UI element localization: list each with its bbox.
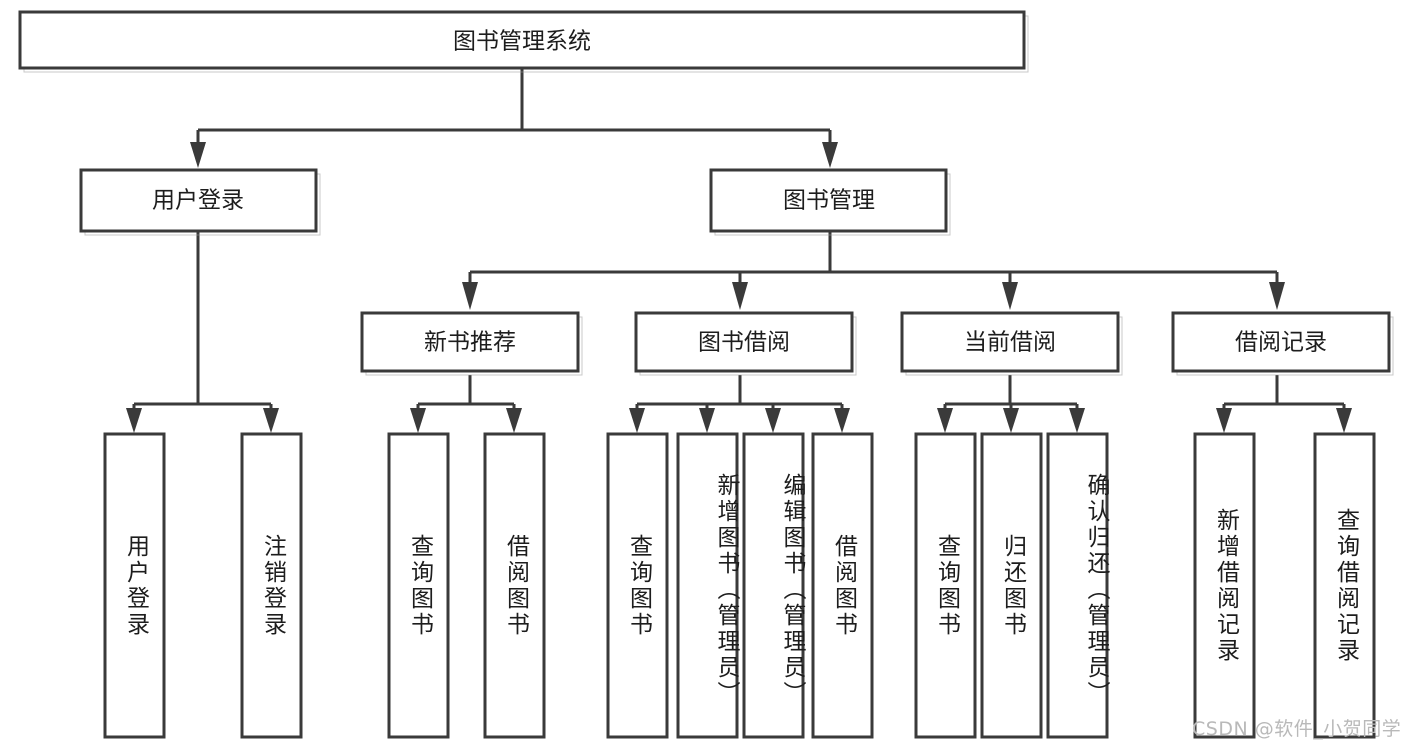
node-new-book-recommend-rect <box>360 311 580 373</box>
leaf-box-borrow-book-1[interactable] <box>483 432 546 739</box>
arrow-head-leaf-query-book-3 <box>937 408 953 433</box>
leaf-boxes <box>103 432 1376 739</box>
connector-group-book-manage <box>462 231 1285 310</box>
node-current-borrow[interactable]: 当前借阅 <box>900 311 1123 376</box>
node-borrow-record-rect <box>1171 311 1391 373</box>
leaf-box-add-book[interactable] <box>676 432 739 739</box>
csdn-watermark: CSDN @软件_小贺同学 <box>1192 718 1402 740</box>
connector-group-user-login <box>126 231 279 433</box>
arrow-head-leaf-user-login <box>126 408 142 433</box>
arrow-head-leaf-query-record <box>1336 408 1352 433</box>
node-borrow-record-label: 借阅记录 <box>1235 330 1327 356</box>
arrow-head-leaf-edit-book <box>765 408 781 433</box>
arrow-head-leaf-borrow-book-2 <box>834 408 850 433</box>
node-user-login-rect <box>79 168 318 233</box>
node-book-borrow-label: 图书借阅 <box>698 330 790 356</box>
node-book-manage-label: 图书管理 <box>783 188 875 214</box>
arrow-head-leaf-add-record <box>1216 408 1232 433</box>
connector-group-current-borrow <box>937 375 1085 433</box>
arrow-head-book-borrow <box>732 282 748 310</box>
leaf-box-return-book[interactable] <box>980 432 1043 739</box>
arrow-head-leaf-query-book-2 <box>629 408 645 433</box>
leaf-box-edit-book[interactable] <box>742 432 805 739</box>
arrow-head-user-login <box>190 142 206 168</box>
node-book-borrow-rect <box>634 311 854 373</box>
arrow-head-new-book-recommend <box>462 282 478 310</box>
node-book-manage[interactable]: 图书管理 <box>709 168 951 236</box>
connector-group-book-borrow <box>629 375 850 433</box>
arrow-head-borrow-record <box>1269 282 1285 310</box>
node-root[interactable]: 图书管理系统 <box>18 10 1029 73</box>
node-user-login-label: 用户登录 <box>152 188 244 214</box>
node-root-rect <box>18 10 1026 70</box>
node-new-book-recommend[interactable]: 新书推荐 <box>360 311 583 376</box>
node-current-borrow-label: 当前借阅 <box>964 330 1056 356</box>
leaf-box-borrow-book-2[interactable] <box>811 432 874 739</box>
arrow-head-book-manage <box>822 142 838 168</box>
leaf-box-query-record[interactable] <box>1313 432 1376 739</box>
arrow-head-current-borrow <box>1002 282 1018 310</box>
connector-group-root <box>190 68 838 168</box>
leaf-box-query-book-1[interactable] <box>387 432 450 739</box>
arrow-head-leaf-add-book <box>699 408 715 433</box>
arrow-head-leaf-borrow-book-1 <box>506 408 522 433</box>
arrow-head-leaf-return-book <box>1003 408 1019 433</box>
connector-group-borrow-record <box>1216 375 1352 433</box>
leaf-box-confirm-return[interactable] <box>1046 432 1109 739</box>
node-current-borrow-rect <box>900 311 1120 373</box>
arrow-head-leaf-confirm-return <box>1069 408 1085 433</box>
node-borrow-record[interactable]: 借阅记录 <box>1171 311 1394 376</box>
node-book-borrow[interactable]: 图书借阅 <box>634 311 857 376</box>
leaf-box-user-logout[interactable] <box>240 432 303 739</box>
arrow-head-leaf-user-logout <box>263 408 279 433</box>
leaf-box-query-book-3[interactable] <box>914 432 977 739</box>
connector-group-new-book-recommend <box>410 375 522 433</box>
node-root-label: 图书管理系统 <box>453 29 591 55</box>
node-new-book-recommend-label: 新书推荐 <box>424 330 516 356</box>
arrow-head-leaf-query-book-1 <box>410 408 426 433</box>
leaf-box-user-login[interactable] <box>103 432 166 739</box>
leaf-box-query-book-2[interactable] <box>606 432 669 739</box>
node-book-manage-rect <box>709 168 948 233</box>
node-user-login[interactable]: 用户登录 <box>79 168 321 236</box>
leaf-box-add-record[interactable] <box>1193 432 1256 739</box>
